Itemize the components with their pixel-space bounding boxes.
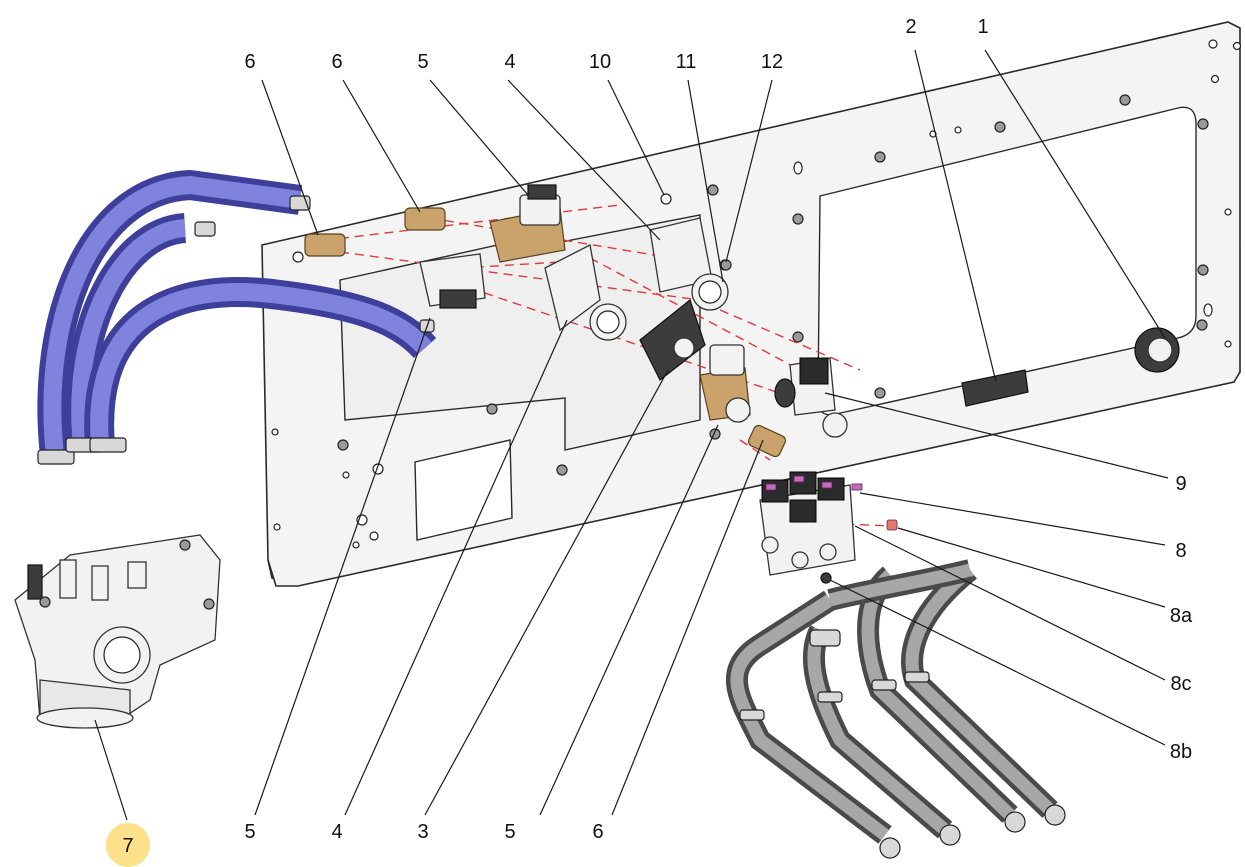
callout-4-bottom: 4 (331, 821, 342, 843)
callout-6-top-left: 6 (244, 51, 255, 73)
callout-4-top: 4 (504, 51, 515, 73)
callout-10: 10 (589, 51, 611, 73)
callout-7-badge (106, 823, 150, 867)
callout-1: 1 (977, 16, 988, 38)
valves (419, 184, 1180, 438)
inlet-hoses (37, 169, 437, 465)
callout-2: 2 (905, 16, 916, 38)
callout-12: 12 (761, 51, 783, 73)
callout-5-bottom-mid: 5 (504, 821, 515, 843)
leader-lines (94, 49, 1169, 821)
callout-8b: 8b (1170, 741, 1192, 763)
callout-5-top: 5 (417, 51, 428, 73)
multi-valve-assembly (759, 471, 898, 584)
brass-fittings (304, 207, 787, 458)
callout-11: 11 (676, 51, 697, 73)
part-7-housing (14, 534, 221, 729)
callout-7: 7 (122, 835, 133, 857)
callout-5-bottom-left: 5 (244, 821, 255, 843)
callout-labels: 1 2 6 6 5 4 10 11 12 9 8 8a 8c 8b 5 4 3 … (106, 16, 1193, 867)
callout-6-top-mid: 6 (331, 51, 342, 73)
callout-8c: 8c (1170, 673, 1191, 695)
callout-6-bottom: 6 (592, 821, 603, 843)
callout-9: 9 (1175, 473, 1186, 495)
outlet-hoses (725, 559, 1066, 859)
callout-3: 3 (417, 821, 428, 843)
back-panel (261, 21, 1242, 587)
callout-8a: 8a (1170, 605, 1193, 627)
callout-8: 8 (1175, 540, 1186, 562)
